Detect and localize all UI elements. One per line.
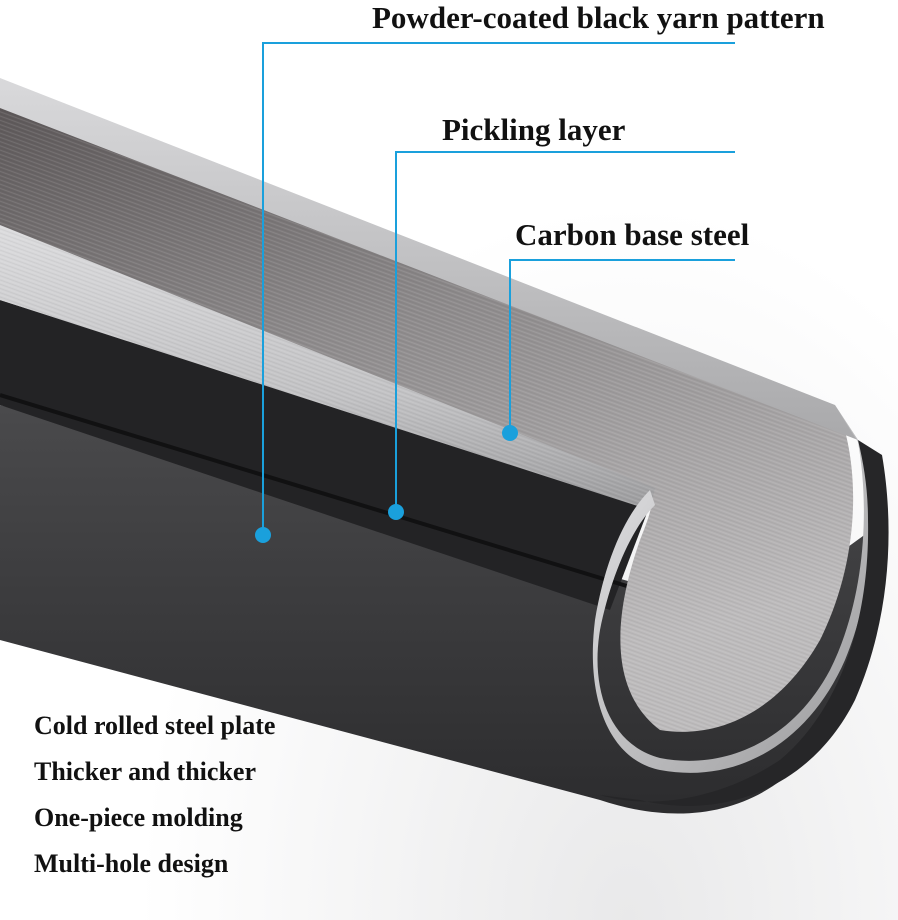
feature-list: Cold rolled steel plate Thicker and thic…: [34, 708, 275, 892]
callout-pickling-layer: Pickling layer: [442, 112, 626, 147]
callout-carbon-base-steel: Carbon base steel: [515, 217, 750, 252]
callout-dot-pickling: [388, 504, 404, 520]
feature-item: Cold rolled steel plate: [34, 711, 276, 740]
callout-dot-coating: [255, 527, 271, 543]
feature-item: Thicker and thicker: [34, 757, 256, 786]
callout-dot-steel: [502, 425, 518, 441]
feature-item: Multi-hole design: [34, 849, 229, 878]
coating-band: [0, 300, 650, 610]
feature-item: One-piece molding: [34, 803, 243, 832]
steel-rim-top: [0, 78, 858, 440]
steel-cut-end: [592, 410, 872, 773]
callout-powder-coated: Powder-coated black yarn pattern: [372, 0, 825, 35]
